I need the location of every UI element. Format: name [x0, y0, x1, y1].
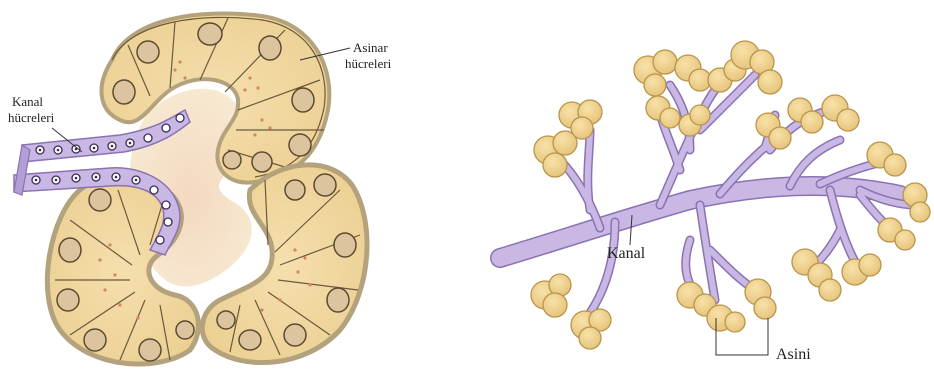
acinus-cluster — [531, 274, 571, 317]
acinus-cross-section: Asinar hücreleri Kanal hücreleri — [8, 13, 392, 364]
duct-label: Kanal — [607, 245, 646, 262]
duct-cells-label-line2: hücreleri — [8, 110, 55, 125]
branched-gland: Kanal Asini — [500, 41, 930, 363]
acinus-cluster — [822, 95, 859, 131]
duct-cells-label: Kanal hücreleri — [8, 94, 55, 125]
acinus-cluster — [792, 249, 841, 301]
acinus-cluster — [867, 142, 906, 176]
acinus-cluster — [745, 279, 776, 319]
duct-cells-label-line1: Kanal — [12, 94, 43, 109]
acinus-cluster — [842, 254, 881, 285]
acinar-cells-label-line2: hücreleri — [345, 56, 392, 71]
acinar-cells-label: Asinar hücreleri — [345, 40, 392, 71]
acinus-cluster — [571, 309, 611, 349]
acinus-cluster — [675, 55, 711, 91]
acinus-cluster — [878, 218, 915, 250]
acinar-cells-label-line1: Asinar — [353, 40, 388, 55]
acinus-cluster — [707, 305, 745, 332]
acinus-cluster — [903, 183, 930, 222]
acini-label: Asini — [776, 346, 811, 363]
acinus-cluster — [756, 113, 791, 149]
